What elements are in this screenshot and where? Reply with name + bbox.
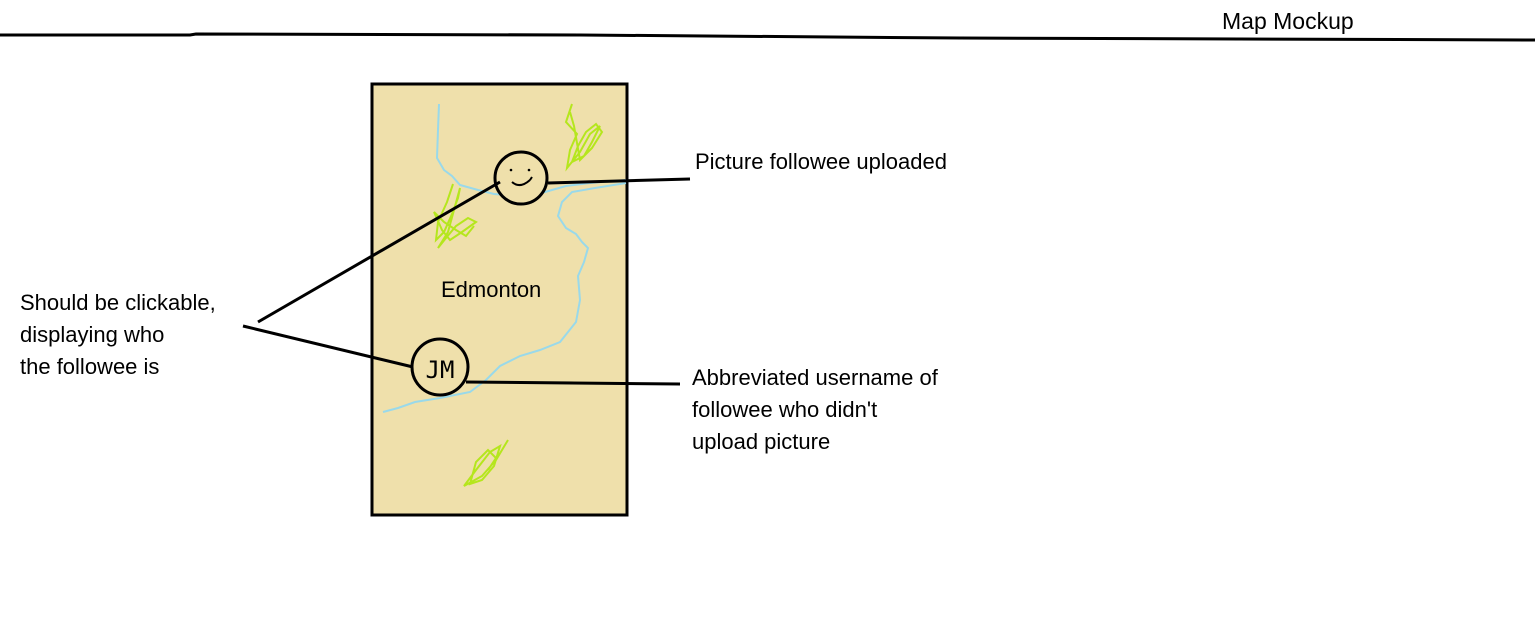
annotation-line: followee who didn't bbox=[692, 397, 878, 422]
annotation-clickable: Should be clickable, displaying who the … bbox=[20, 287, 216, 383]
annotation-abbreviated: Abbreviated username of followee who did… bbox=[692, 362, 938, 458]
river-north bbox=[435, 103, 627, 198]
river-main bbox=[382, 182, 627, 413]
annotation-picture: Picture followee uploaded bbox=[695, 146, 947, 178]
annotation-line: Abbreviated username of bbox=[692, 365, 938, 390]
park-scribble-northeast bbox=[564, 103, 604, 172]
annotation-line: Should be clickable, bbox=[20, 290, 216, 315]
annotation-line: the followee is bbox=[20, 354, 160, 379]
park-scribble-west bbox=[433, 183, 478, 249]
map-area: JM bbox=[370, 82, 629, 517]
connector-abbreviated-note bbox=[465, 380, 681, 386]
annotation-line: displaying who bbox=[20, 322, 165, 347]
park-scribble-south bbox=[463, 439, 509, 487]
connector-clickable-to-photo bbox=[257, 180, 501, 324]
header-divider bbox=[0, 32, 1535, 42]
connector-clickable-to-initials bbox=[242, 324, 414, 369]
annotation-line: Picture followee uploaded bbox=[695, 149, 947, 174]
page-title: Map Mockup bbox=[1222, 8, 1354, 34]
city-label: Edmonton bbox=[441, 277, 542, 302]
connector-picture-note bbox=[547, 177, 691, 185]
smiley-face-icon bbox=[509, 168, 533, 186]
followee-initials-marker[interactable]: JM bbox=[410, 337, 470, 397]
annotation-line: upload picture bbox=[692, 429, 831, 454]
followee-photo-marker[interactable] bbox=[493, 150, 549, 206]
initials-text: JM bbox=[426, 356, 455, 384]
